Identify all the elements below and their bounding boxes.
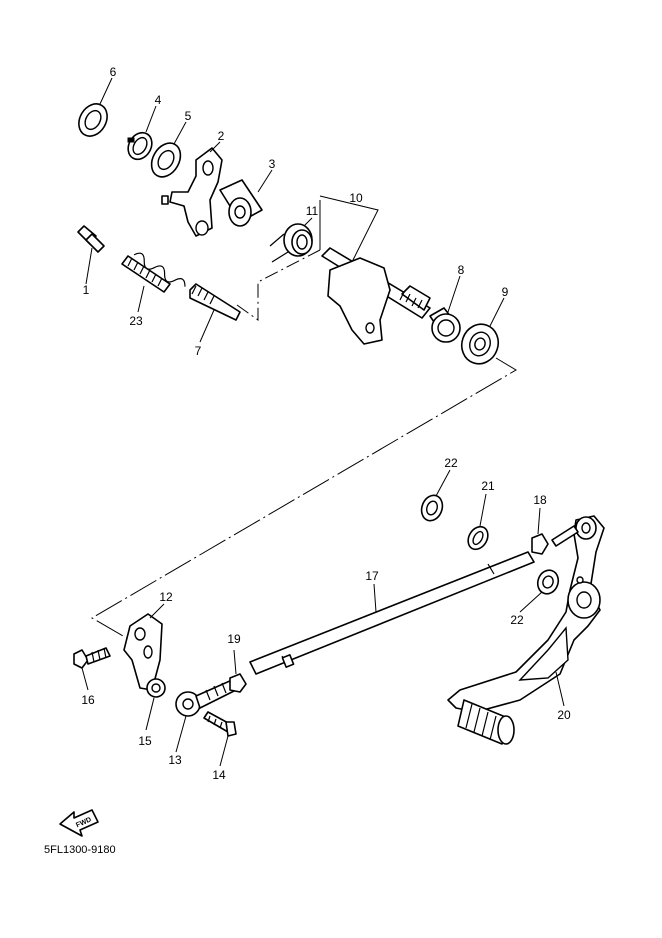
callout-9: 9: [489, 285, 509, 327]
document-code: 5FL1300-9180: [44, 844, 116, 856]
part-22-lower-washer: [536, 569, 560, 595]
part-19-nut: [229, 673, 247, 693]
callout-label: 21: [481, 479, 495, 493]
callout-label: 23: [129, 314, 143, 328]
part-3-collar: [219, 179, 263, 227]
callout-16: 16: [81, 667, 95, 707]
callout-label: 22: [444, 456, 458, 470]
callout-7: 7: [195, 309, 215, 358]
part-8-bushing: [429, 307, 461, 343]
callout-19: 19: [227, 632, 241, 675]
callout-5: 5: [173, 109, 192, 145]
callout-label: 15: [138, 734, 152, 748]
part-21-circlip: [467, 525, 489, 551]
callout-label: 1: [83, 283, 90, 297]
callout-label: 11: [306, 204, 319, 218]
callout-label: 20: [557, 708, 571, 722]
part-17-shift-rod: [249, 551, 535, 675]
callout-15: 15: [138, 697, 155, 748]
part-10-shift-shaft: [321, 247, 431, 345]
part-5-washer: [150, 142, 182, 178]
callout-20: 20: [555, 671, 571, 722]
callout-label: 13: [168, 753, 182, 767]
callout-label: 9: [502, 285, 509, 299]
callout-12: 12: [149, 590, 173, 619]
part-4-circlip: [127, 131, 153, 161]
part-15-nut: [146, 678, 166, 698]
callout-4: 4: [145, 93, 162, 133]
part-20-shift-pedal: [447, 515, 605, 745]
part-7-stud-bolt: [189, 283, 241, 321]
callout-label: 19: [227, 632, 241, 646]
callout-label: 18: [533, 493, 547, 507]
part-23-spring: [121, 252, 186, 293]
callout-10: 10: [349, 191, 363, 205]
callout-11: 11: [303, 204, 319, 227]
callout-label: 10: [349, 191, 363, 205]
callout-label: 12: [159, 590, 173, 604]
callout-label: 2: [218, 129, 225, 143]
part-11-torsion-spring: [269, 223, 313, 263]
part-2-stopper-lever: [161, 147, 223, 237]
part-22-upper-washer: [420, 494, 444, 522]
assembly-guide-lines: [91, 195, 517, 641]
callout-label: 3: [269, 157, 276, 171]
callout-17: 17: [365, 569, 379, 613]
callout-22-upper: 22: [435, 456, 458, 497]
callout-22-lower: 22: [510, 591, 543, 627]
part-13-rod-end: [175, 679, 237, 717]
part-1-bolt: [77, 225, 105, 253]
callout-label: 16: [81, 693, 95, 707]
callout-3: 3: [257, 157, 276, 193]
callout-23: 23: [129, 285, 145, 328]
callout-label: 22: [510, 613, 524, 627]
callout-label: 8: [458, 263, 465, 277]
callout-13: 13: [168, 715, 187, 767]
callout-label: 7: [195, 344, 202, 358]
callout-label: 14: [212, 768, 226, 782]
callout-1: 1: [83, 247, 93, 297]
callout-label: 5: [185, 109, 192, 123]
part-16-bolt: [73, 647, 111, 669]
callout-18: 18: [533, 493, 547, 535]
callout-21: 21: [479, 479, 495, 527]
part-18-nut: [531, 533, 549, 555]
fwd-arrow-icon: FWD: [59, 809, 99, 837]
part-9-oil-seal: [460, 323, 500, 365]
callout-label: 17: [365, 569, 379, 583]
part-6-washer: [78, 103, 108, 137]
callout-6: 6: [99, 65, 117, 105]
callout-label: 6: [110, 65, 117, 79]
callout-8: 8: [447, 263, 465, 313]
callout-14: 14: [212, 735, 229, 782]
callout-label: 4: [155, 93, 162, 107]
callout-2: 2: [209, 129, 225, 153]
part-14-bolt: [203, 711, 237, 737]
part-12-shift-arm: [123, 613, 163, 691]
